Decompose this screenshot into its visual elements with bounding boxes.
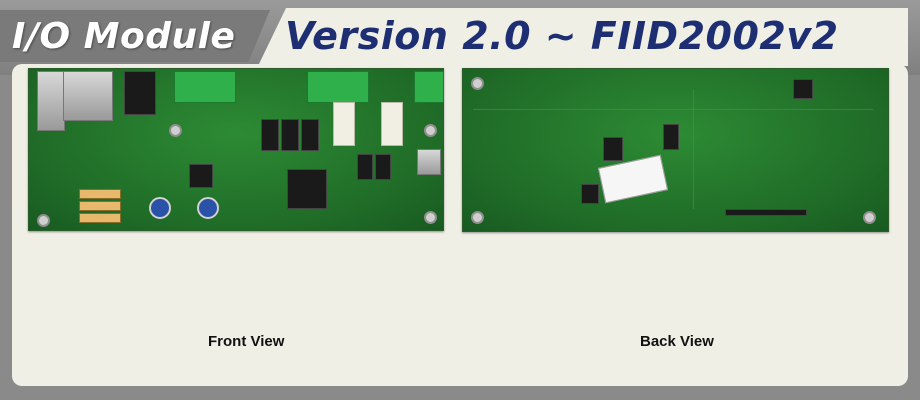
- ic-chip: [581, 184, 599, 204]
- ic-chip: [281, 119, 299, 151]
- microcontroller: [287, 169, 327, 209]
- ic-chip: [357, 154, 373, 180]
- serial-sticker: [597, 154, 669, 204]
- relay: [333, 102, 355, 146]
- ic-chip: [189, 164, 213, 188]
- power-jack: [124, 71, 156, 115]
- mounting-hole: [424, 124, 437, 137]
- trace: [473, 109, 873, 110]
- ethernet-jack-body: [63, 71, 113, 121]
- relay: [381, 102, 403, 146]
- back-view-caption: Back View: [640, 333, 714, 350]
- potentiometer: [149, 197, 171, 219]
- mounting-hole: [169, 124, 182, 137]
- connector-strip: [725, 209, 807, 216]
- tab-left: [0, 10, 270, 62]
- mounting-hole: [424, 211, 437, 224]
- trace: [693, 89, 694, 209]
- terminal-block: [414, 71, 444, 103]
- mounting-hole: [471, 211, 484, 224]
- ic-chip: [375, 154, 391, 180]
- dip-switch: [79, 189, 121, 199]
- terminal-block: [174, 71, 236, 103]
- mounting-hole: [471, 77, 484, 90]
- tab-right: [258, 8, 908, 66]
- potentiometer: [197, 197, 219, 219]
- ic-chip: [793, 79, 813, 99]
- front-board-image: [28, 68, 444, 231]
- back-board-image: [462, 68, 889, 232]
- mounting-hole: [863, 211, 876, 224]
- push-button: [417, 149, 441, 175]
- ic-chip: [603, 137, 623, 161]
- terminal-block: [307, 71, 369, 103]
- ic-chip: [663, 124, 679, 150]
- ethernet-jack: [37, 71, 65, 131]
- ic-chip: [261, 119, 279, 151]
- front-view-caption: Front View: [208, 333, 285, 350]
- ic-chip: [301, 119, 319, 151]
- mounting-hole: [37, 214, 50, 227]
- dip-switch: [79, 213, 121, 223]
- dip-switch: [79, 201, 121, 211]
- module-title: I/O Module: [12, 16, 236, 57]
- version-title: Version 2.0 ~ FIID2002v2: [285, 14, 839, 58]
